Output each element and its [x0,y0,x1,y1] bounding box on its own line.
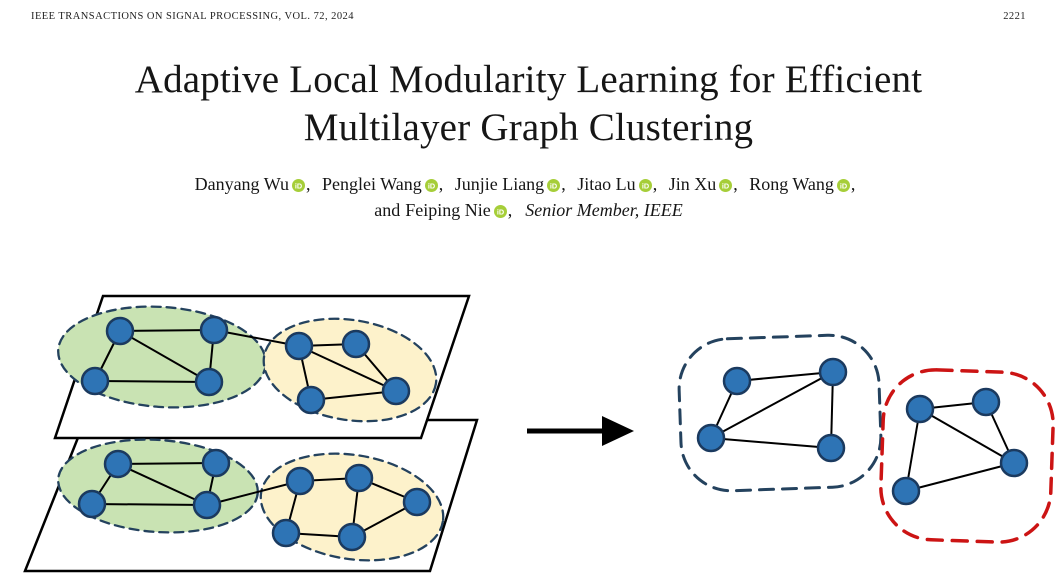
separator: , [652,174,658,194]
title-line-1: Adaptive Local Modularity Learning for E… [134,58,923,101]
graph-node [402,487,432,517]
graph-node [971,387,1001,417]
graph-node [999,448,1029,478]
author: Jitao Lu iD, [577,174,657,194]
svg-text:iD: iD [722,181,729,190]
separator: , [561,174,566,194]
orcid-icon[interactable]: iD [292,179,305,192]
graph-node [696,423,726,453]
graph-edge [91,503,208,506]
author-name: Junjie Liang [454,174,545,194]
arrow-head-icon [602,416,634,446]
graph-node [77,489,107,519]
svg-text:iD: iD [428,181,435,190]
orcid-icon[interactable]: iD [493,205,507,219]
graph-edge [206,480,301,506]
separator: , [306,174,311,194]
title-line-2: Multilayer Graph Clustering [303,105,754,149]
graph-node [199,315,229,345]
orcid-icon[interactable]: iD [638,179,652,192]
author-name: Danyang Wu [194,174,289,194]
graph-edge [919,408,1015,464]
author-name: Jin Xu [668,174,717,194]
separator: , [850,174,856,194]
orcid-icon[interactable]: iD [836,179,850,192]
author: Penglei Wang iD, [322,174,443,194]
author-line-1: Danyang Wu iD, Penglei Wang iD, Junjie Lia… [0,171,1057,197]
svg-text:iD: iD [550,181,557,190]
orcid-icon[interactable]: iD [547,179,561,192]
and-word: and [374,200,401,221]
running-head: IEEE TRANSACTIONS ON SIGNAL PROCESSING, … [31,11,1026,22]
graph-node [296,385,326,415]
graph-node [337,522,367,552]
graph-node [722,366,752,396]
graph-edge [905,462,1015,492]
separator: , [733,174,738,194]
graph-node [816,433,846,463]
svg-text:iD: iD [497,207,504,216]
graph-node [905,394,935,424]
author-name: Jitao Lu [577,174,636,194]
graph-edge [213,329,300,347]
graph-node [201,448,231,478]
author-name: Penglei Wang [322,174,422,194]
separator: , [507,200,513,221]
paper-title: Adaptive Local Modularity Learning for E… [0,56,1057,151]
author: Danyang Wu iD, [195,174,311,194]
graph-node [344,463,374,493]
author: Jin Xu iD, [669,174,738,194]
graph-node [271,518,301,548]
author-name: Rong Wang [749,174,834,194]
graph-node [105,316,135,346]
graph-edge [710,371,834,439]
author-list: Danyang Wu iD, Penglei Wang iD, Junjie Lia… [0,171,1057,223]
orcid-icon[interactable]: iD [719,179,733,192]
graph-node [891,476,921,506]
separator: , [438,174,444,194]
author: Feiping Nie iD, [405,200,512,220]
graph-edge [117,463,208,506]
graph-edge [119,330,210,383]
graph-node [341,329,371,359]
figure-svg [23,294,1055,573]
graph-edge [710,437,832,449]
graph-node [381,376,411,406]
page-number: 2221 [1003,11,1026,22]
svg-text:iD: iD [295,181,302,190]
graph-edge [298,345,397,392]
svg-text:iD: iD [840,181,847,190]
author: Junjie Liang iD, [455,174,566,194]
result-cluster-2-region [879,368,1055,544]
membership: Senior Member, IEEE [525,200,683,221]
graph-node [192,490,222,520]
graph-edge [94,380,210,383]
graph-node [80,366,110,396]
graph-node [194,367,224,397]
graph-edge [119,329,215,332]
graph-node [103,449,133,479]
result-cluster-1-region [677,333,883,493]
author-name: Feiping Nie [405,200,491,221]
journal-line: IEEE TRANSACTIONS ON SIGNAL PROCESSING, … [31,11,354,22]
author: Rong Wang iD, [749,174,855,194]
orcid-icon[interactable]: iD [424,179,438,192]
svg-text:iD: iD [642,181,649,190]
figure-multilayer-clustering [0,282,1057,579]
graph-edge [736,371,834,382]
graph-edge [117,462,217,465]
graph-node [285,466,315,496]
graph-node [818,357,848,387]
graph-node [284,331,314,361]
